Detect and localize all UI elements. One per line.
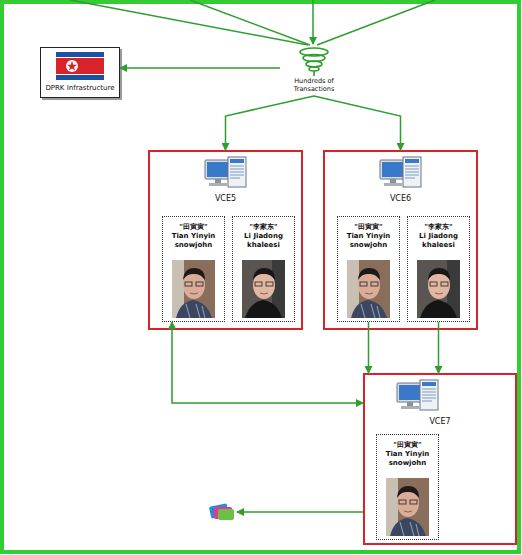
node-text: "田寅寅" bbox=[354, 223, 382, 232]
node-text: "田寅寅" bbox=[393, 441, 421, 450]
node-text: Tian Yinyin bbox=[386, 450, 430, 459]
node-text: VCE7 bbox=[429, 417, 450, 427]
node-text: VCE5 bbox=[215, 194, 236, 204]
persona-box: "李家东"Li Jiadongkhaleesi bbox=[407, 216, 470, 322]
node-text: snowjohn bbox=[389, 459, 427, 468]
flow-arrow bbox=[172, 322, 363, 403]
host-box: VCE5"田寅寅"Tian Yinyinsnowjohn"李家东"Li Jiad… bbox=[148, 150, 303, 330]
node-text: Li Jiadong bbox=[419, 232, 458, 241]
dprk-flag bbox=[56, 52, 104, 80]
computer-icons bbox=[205, 157, 438, 410]
node-text: Hundreds of Transactions bbox=[282, 78, 346, 94]
infrastructure-box: DPRK Infrastructure bbox=[40, 47, 120, 98]
cash-out-arrow bbox=[237, 511, 363, 513]
node-text: "李家东" bbox=[249, 223, 277, 232]
node-text: khaleesi bbox=[247, 241, 280, 250]
flow-arrow bbox=[368, 322, 370, 373]
node-text: "田寅寅" bbox=[179, 223, 207, 232]
node-text: snowjohn bbox=[175, 241, 213, 250]
node-text: VCE6 bbox=[390, 194, 411, 204]
persona-photos bbox=[172, 260, 460, 536]
node-text: Tian Yinyin bbox=[172, 232, 216, 241]
node-text: snowjohn bbox=[350, 241, 388, 250]
flow-arrow bbox=[314, 96, 401, 150]
incoming-lines bbox=[70, 0, 435, 45]
node-text: Li Jiadong bbox=[244, 232, 283, 241]
host-box: VCE6"田寅寅"Tian Yinyinsnowjohn"李家东"Li Jiad… bbox=[323, 150, 478, 330]
flow-arrow bbox=[120, 67, 280, 69]
node-text: "李家东" bbox=[424, 223, 452, 232]
flow-arrow bbox=[226, 96, 315, 150]
flow-arrow bbox=[438, 322, 440, 373]
persona-box: "田寅寅"Tian Yinyinsnowjohn bbox=[337, 216, 400, 322]
persona-box: "李家东"Li Jiadongkhaleesi bbox=[232, 216, 295, 322]
node-text: DPRK Infrastructure bbox=[45, 84, 114, 92]
host-box: VCE7 "田寅寅"Tian Yinyinsnowjohn bbox=[363, 373, 517, 545]
node-text: Tian Yinyin bbox=[347, 232, 391, 241]
persona-box: "田寅寅"Tian Yinyinsnowjohn bbox=[162, 216, 225, 322]
node-text: khaleesi bbox=[422, 241, 455, 250]
transaction-hub: Hundreds of Transactions bbox=[280, 40, 348, 96]
transaction-swirl bbox=[300, 48, 328, 76]
payment-cards-icon bbox=[209, 503, 234, 520]
persona-box: "田寅寅"Tian Yinyinsnowjohn bbox=[376, 434, 439, 540]
